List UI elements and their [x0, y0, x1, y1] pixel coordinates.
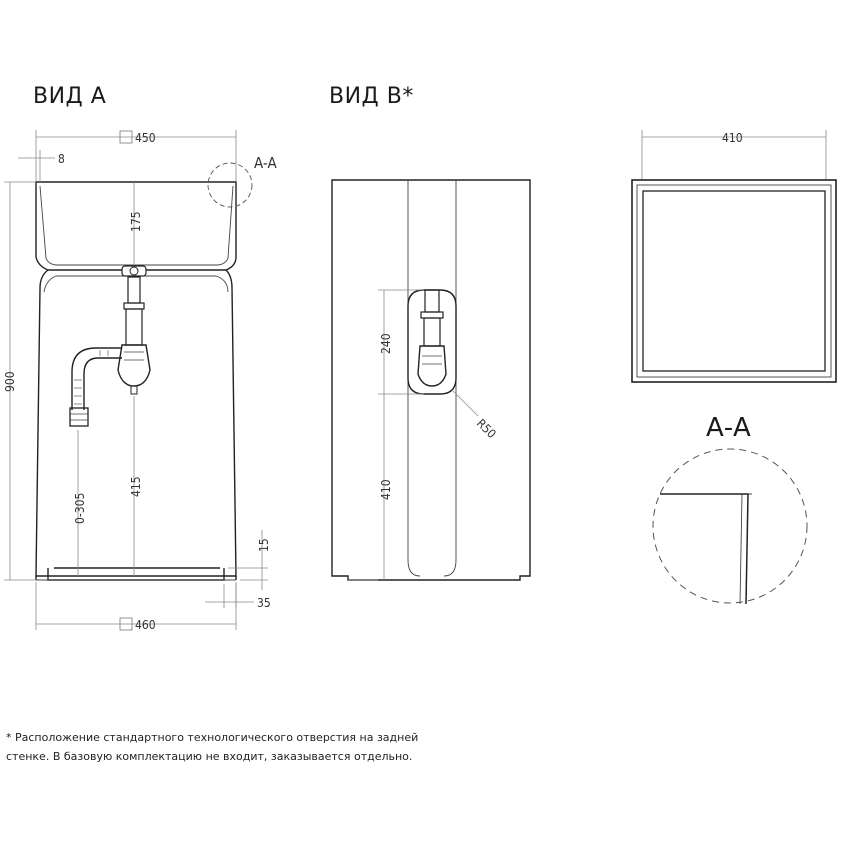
dim-base-width: 460: [135, 618, 156, 632]
dim-access-offset: 410: [379, 479, 393, 500]
view-a-title: ВИД А: [33, 84, 107, 109]
section-marker-label: A-A: [254, 154, 277, 172]
plan-view: 410: [631, 130, 837, 383]
view-b-back-view: R50 240 410: [331, 179, 531, 581]
footnote-line-1: * Расположение стандартного технологичес…: [6, 731, 419, 744]
dim-top-width: 450: [135, 131, 156, 145]
footnote-line-2: стенке. В базовую комплектацию не входит…: [6, 750, 413, 763]
siphon-back: [417, 289, 447, 387]
dim-plinth-height: 15: [257, 538, 271, 552]
pedestal-body: [35, 269, 237, 577]
view-a-front-view: [35, 181, 237, 581]
section-a-a-detail: [652, 448, 808, 605]
view-a-dimensions: 450 8 900 175 415 0-305 15 35 460 A-A: [3, 130, 277, 632]
dim-bowl-depth: 175: [129, 211, 143, 232]
dim-access-height: 240: [379, 333, 393, 354]
dim-total-height: 900: [3, 371, 17, 392]
access-opening: [407, 289, 457, 395]
siphon-assembly: [69, 265, 151, 427]
bowl-inner-line: [39, 185, 234, 266]
pedestal-back-outline: [331, 179, 531, 581]
dim-access-radius: R50: [474, 416, 499, 441]
view-b-title: ВИД В*: [329, 84, 414, 109]
section-a-a-title: A-A: [706, 413, 752, 443]
dim-plan-width: 410: [722, 131, 743, 145]
footnote: * Расположение стандартного технологичес…: [6, 728, 466, 766]
dim-plinth-inset: 35: [257, 596, 271, 610]
plinth: [35, 567, 237, 581]
dim-rim-offset: 8: [58, 152, 65, 166]
dim-drain-height: 415: [129, 476, 143, 497]
dim-inlet-range: 0-305: [73, 493, 87, 524]
